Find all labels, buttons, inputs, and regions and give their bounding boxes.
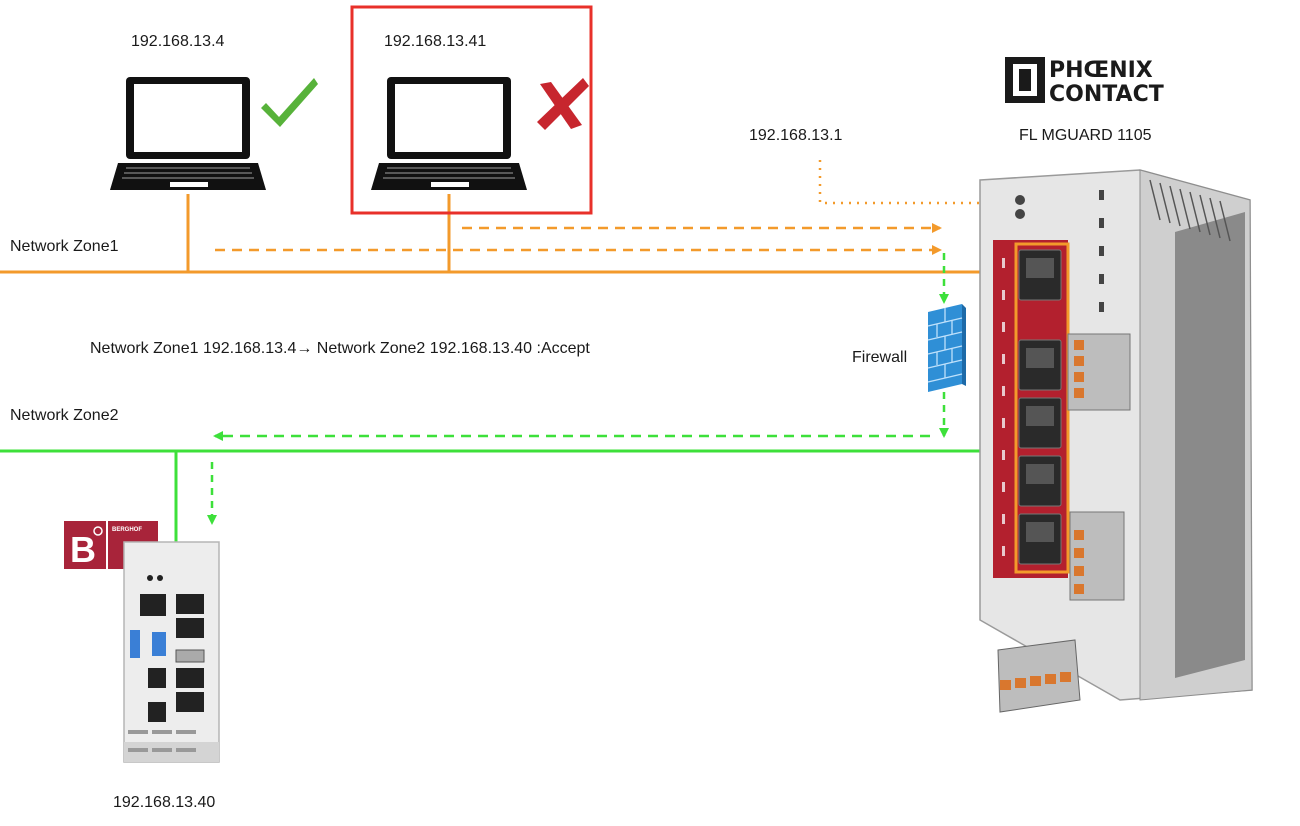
plc-device [123, 541, 220, 763]
laptop-blocked-ip: 192.168.13.41 [384, 33, 487, 50]
zone2-label: Network Zone2 [10, 407, 119, 424]
laptop-allowed-ip: 192.168.13.4 [131, 33, 225, 50]
check-icon [261, 78, 318, 127]
blocked-host-frame [350, 5, 593, 215]
berghof-logo-name: BERGHOF [112, 527, 142, 533]
plc-ip: 192.168.13.40 [113, 794, 216, 811]
gateway-ip: 192.168.13.1 [749, 127, 843, 144]
firewall-icon [927, 304, 966, 392]
firewall-label: Firewall [852, 349, 908, 366]
phoenix-contact-logo: PHŒNIX CONTACT [1005, 55, 1197, 107]
mguard-device [979, 169, 1253, 713]
laptop-allowed-icon [110, 77, 266, 190]
device-model: FL MGUARD 1105 [1019, 127, 1152, 144]
firewall-rule-text: Network Zone1 192.168.13.4→ Network Zone… [90, 340, 590, 357]
cross-icon [537, 78, 589, 130]
laptop-blocked-icon [371, 77, 527, 190]
berghof-logo-letter: B [70, 529, 96, 570]
phoenix-brand-line1: PHŒNIX [1049, 58, 1153, 83]
zone1-label: Network Zone1 [10, 238, 119, 255]
phoenix-brand-line2: CONTACT [1049, 82, 1164, 105]
